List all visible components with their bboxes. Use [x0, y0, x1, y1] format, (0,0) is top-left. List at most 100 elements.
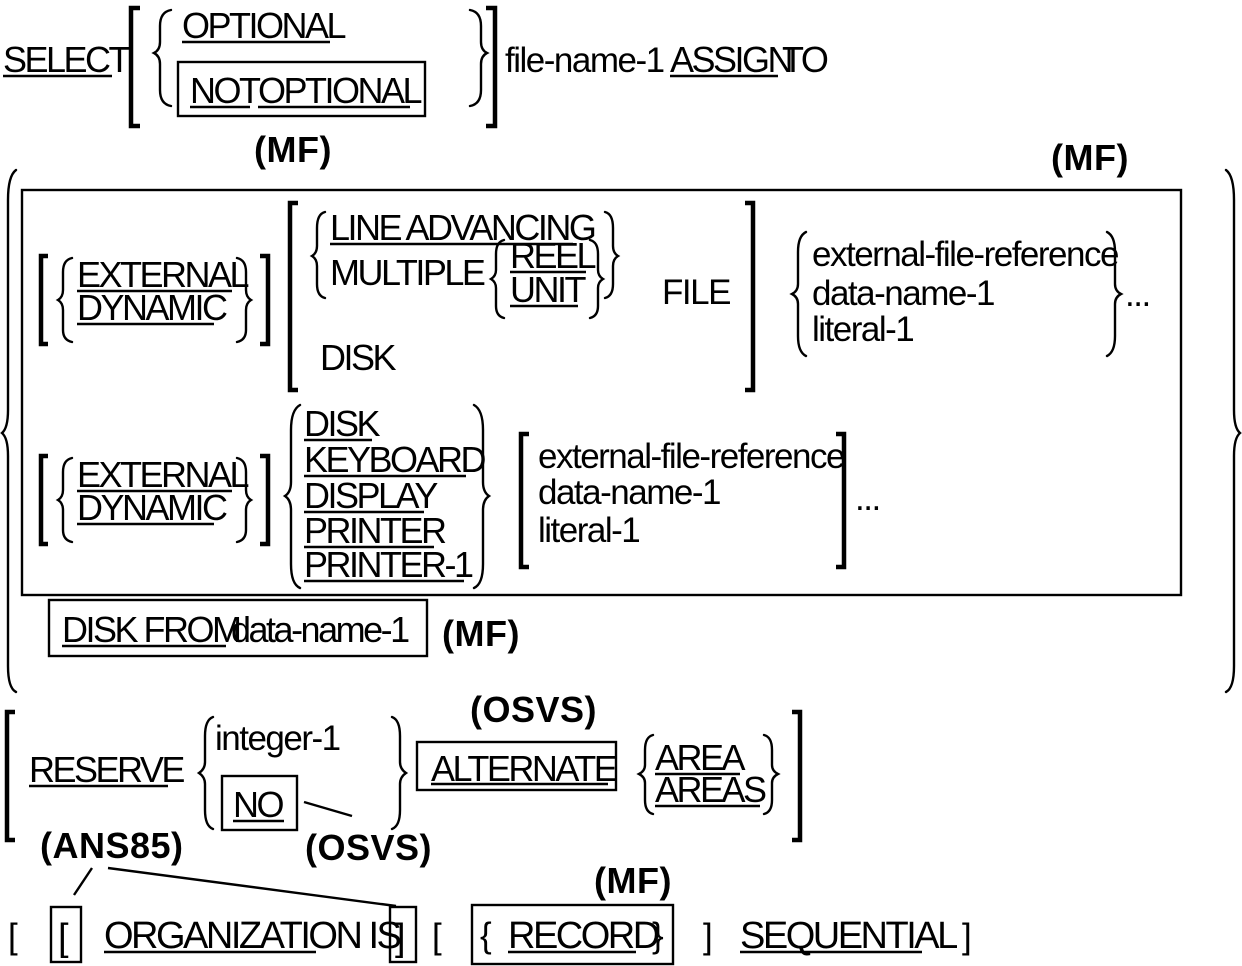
external-keyword-1: EXTERNAL	[77, 254, 249, 295]
ext-dyn-open-bracket-1	[38, 253, 48, 347]
alternate-keyword: ALTERNATE	[431, 748, 617, 789]
device-list-close-brace	[472, 403, 492, 590]
external-keyword-2: EXTERNAL	[77, 454, 249, 495]
mf-extension-box	[20, 188, 1183, 597]
sequential-keyword: SEQUENTIAL	[740, 915, 957, 957]
osvs-no-connector	[303, 800, 353, 818]
disk-from-data-name: data-name-1	[231, 609, 409, 650]
device-file-reference-open-bracket	[518, 431, 529, 570]
device-disk: DISK	[304, 403, 381, 444]
area-open-brace	[636, 733, 655, 816]
data-name-1-device-option: data-name-1	[538, 473, 720, 512]
organization-close-bracket: ]	[962, 917, 970, 956]
record-open-bracket: [	[432, 917, 442, 956]
not-optional-box	[176, 60, 427, 118]
reserve-keyword: RESERVE	[29, 749, 184, 790]
device-file-reference-close-bracket	[836, 431, 847, 570]
file-reference-close-brace	[1105, 230, 1124, 358]
record-close-bracket: ]	[703, 917, 711, 956]
ellipsis-1: ...	[1125, 275, 1150, 314]
device-display: DISPLAY	[304, 475, 438, 516]
external-file-reference-1: external-file-reference	[812, 235, 1118, 274]
device-open-bracket	[287, 200, 298, 393]
optional-group-close-bracket	[486, 5, 498, 129]
dynamic-keyword-2: DYNAMIC	[77, 487, 227, 528]
mf-tag-disk-from: (MF)	[442, 613, 520, 654]
ext-dyn-close-bracket-1	[260, 253, 271, 347]
multiple-keyword: MULTIPLE	[330, 252, 485, 293]
dynamic-keyword-1: DYNAMIC	[77, 287, 227, 328]
mf-tag-record: (MF)	[594, 860, 672, 901]
disk-from-keyword: DISK FROM	[62, 609, 240, 650]
ans85-close-bracket-box	[388, 905, 418, 964]
organization-open-bracket: [	[8, 917, 18, 956]
not-optional-keyword: OPTIONAL	[258, 70, 422, 111]
reserve-close-bracket	[792, 709, 803, 843]
ellipsis-2: ...	[855, 479, 880, 518]
reel-unit-open-brace	[488, 238, 506, 320]
not-keyword: NOT	[190, 70, 261, 111]
no-keyword: NO	[233, 784, 283, 825]
file-reference-open-brace	[789, 230, 808, 358]
ans85-connector-left	[73, 867, 93, 896]
assign-options-open-brace	[0, 168, 18, 694]
ext-dyn-close-brace-1	[235, 256, 254, 344]
device-list-open-brace	[282, 403, 302, 590]
optional-keyword: OPTIONAL	[182, 5, 346, 46]
device-printer-1: PRINTER-1	[304, 544, 473, 585]
select-keyword: SELECT	[3, 39, 131, 80]
assign-options-close-brace	[1224, 168, 1242, 694]
ext-dyn-open-brace-1	[55, 256, 74, 344]
line-multiple-close-brace	[603, 210, 621, 300]
device-printer: PRINTER	[304, 510, 446, 551]
optional-group-open-bracket	[128, 5, 140, 129]
reserve-open-brace	[196, 715, 215, 831]
mf-tag-right: (MF)	[1051, 137, 1129, 178]
literal-1-option: literal-1	[812, 310, 913, 349]
unit-keyword: UNIT	[510, 269, 586, 310]
file-keyword: FILE	[662, 273, 730, 312]
mf-tag-left: (MF)	[254, 129, 332, 170]
ans85-connector-right	[107, 866, 397, 908]
ans85-tag: (ANS85)	[40, 825, 184, 866]
ans85-open-bracket-box	[49, 905, 83, 964]
area-close-brace	[762, 733, 781, 816]
external-file-reference-2: external-file-reference	[538, 437, 844, 476]
line-advancing-keyword: LINE ADVANCING	[330, 207, 595, 248]
ans85-open-bracket: [	[58, 917, 69, 959]
reserve-close-brace	[390, 715, 409, 831]
osvs-tag-no: (OSVS)	[305, 827, 432, 868]
alternate-box	[415, 740, 618, 792]
osvs-tag-alternate: (OSVS)	[470, 689, 597, 730]
record-box	[470, 903, 675, 966]
literal-1-device-option: literal-1	[538, 511, 639, 550]
integer-1-label: integer-1	[215, 719, 340, 758]
organization-is-keyword: ORGANIZATION IS	[104, 915, 401, 957]
optional-group-close-brace	[468, 8, 490, 108]
to-keyword: TO	[782, 39, 828, 80]
area-keyword: AREA	[655, 737, 746, 778]
ext-dyn-close-bracket-2	[260, 453, 271, 547]
reel-unit-close-brace	[588, 238, 606, 320]
device-keyboard: KEYBOARD	[304, 439, 486, 480]
record-close-brace: }	[652, 916, 664, 955]
record-keyword: RECORD	[508, 915, 659, 957]
assign-keyword: ASSIGN	[670, 39, 792, 80]
ans85-close-bracket: ]	[395, 917, 403, 959]
ext-dyn-close-brace-2	[235, 456, 254, 544]
file-name-1-label: file-name-1	[505, 41, 664, 80]
disk-from-box	[47, 598, 429, 658]
line-multiple-open-brace	[309, 210, 327, 300]
no-box	[220, 774, 299, 832]
reserve-open-bracket	[4, 709, 15, 843]
data-name-1-option: data-name-1	[812, 274, 994, 313]
areas-keyword: AREAS	[655, 769, 766, 810]
reel-keyword: REEL	[510, 235, 596, 276]
optional-group-open-brace	[151, 8, 173, 108]
ext-dyn-open-brace-2	[55, 456, 74, 544]
ext-dyn-open-bracket-2	[38, 453, 48, 547]
device-close-bracket	[745, 200, 756, 393]
record-open-brace: {	[480, 916, 492, 955]
disk-keyword: DISK	[320, 337, 397, 378]
